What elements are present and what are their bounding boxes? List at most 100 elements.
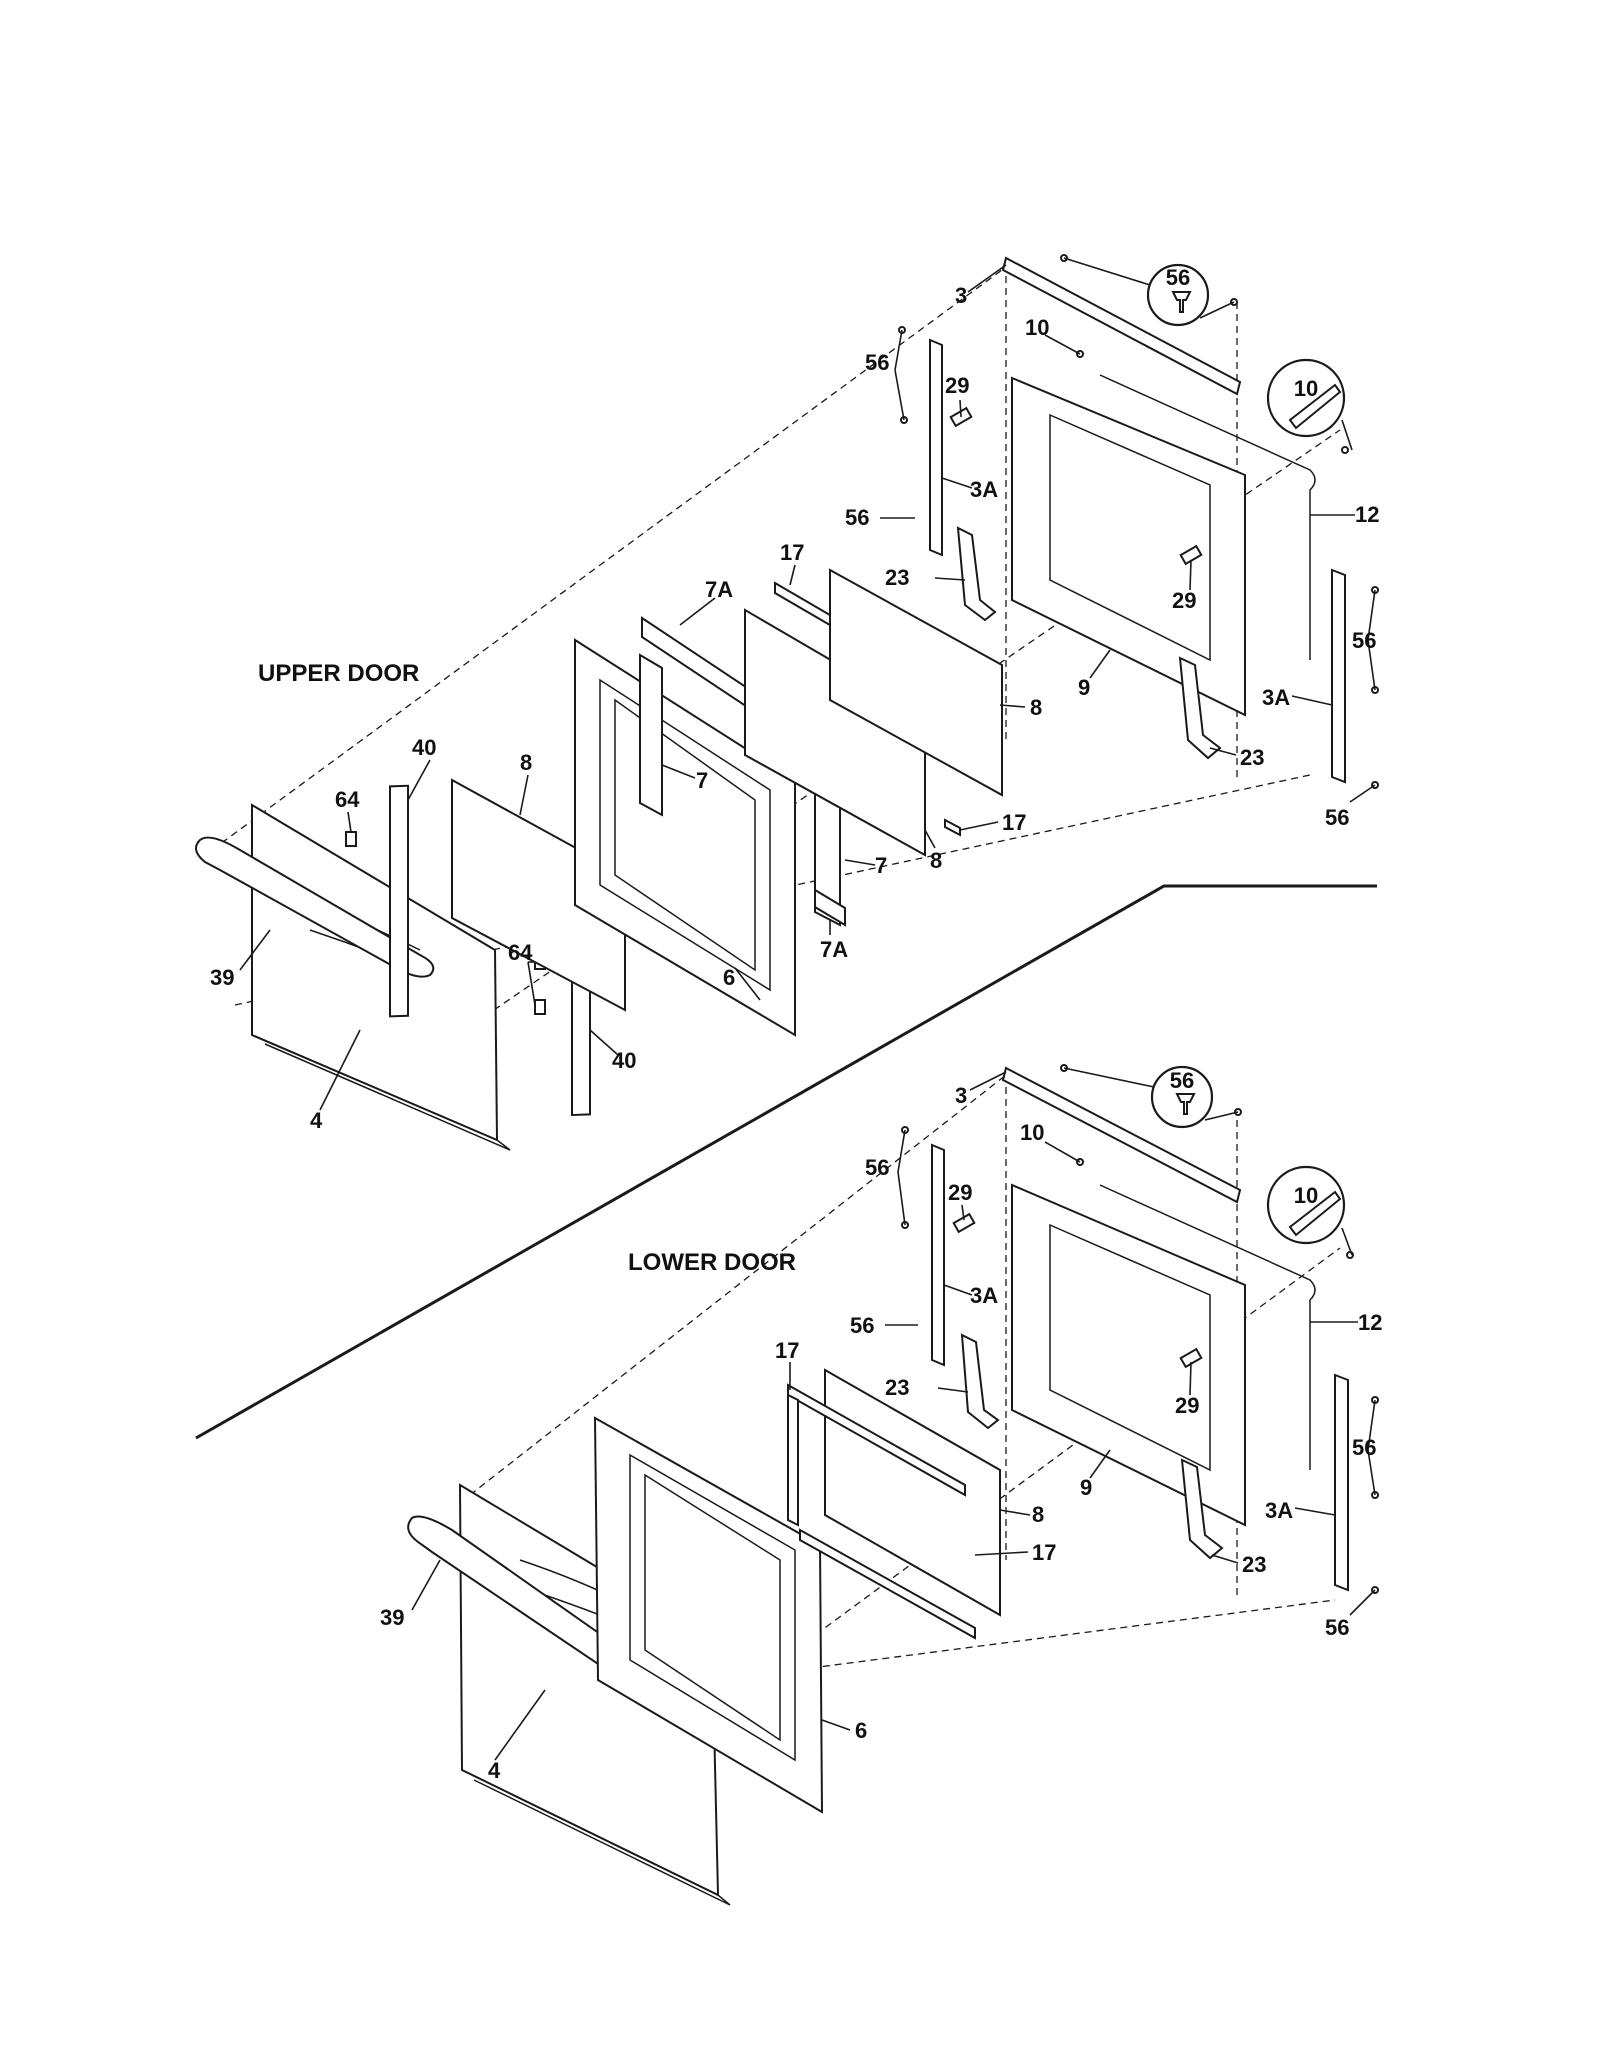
lower-callout-3A-a: 3A xyxy=(970,1283,998,1308)
upper-callout-10-bubble: 10 xyxy=(1294,376,1318,401)
upper-door-assembly: UPPER DOOR xyxy=(195,254,1379,1151)
upper-callout-4: 4 xyxy=(310,1108,323,1133)
lower-leader-3A-a xyxy=(943,1284,973,1296)
upper-glass-retainer-bottom xyxy=(944,818,961,837)
upper-leader-23-a xyxy=(934,577,966,581)
upper-leader-56-bubble-1 xyxy=(1063,257,1151,286)
lower-callout-56-b: 56 xyxy=(850,1313,874,1338)
lower-pin-29-b xyxy=(1179,1347,1203,1369)
lower-screw-6 xyxy=(1346,1251,1354,1259)
upper-callout-8-b: 8 xyxy=(930,848,942,873)
upper-inner-door-frame xyxy=(574,638,796,1037)
upper-leader-9 xyxy=(1089,649,1111,679)
upper-callout-8-c: 8 xyxy=(520,750,532,775)
lower-leader-9 xyxy=(1089,1449,1111,1479)
upper-rear-glass xyxy=(829,568,1003,797)
lower-callout-3: 3 xyxy=(955,1083,967,1108)
lower-glass-retainer-bottom xyxy=(799,1528,976,1640)
upper-callout-8-a: 8 xyxy=(1030,695,1042,720)
lower-panel-bottom-lip xyxy=(461,1769,731,1906)
upper-callout-23-a: 23 xyxy=(885,565,909,590)
upper-callout-64-a: 64 xyxy=(335,787,360,812)
lower-callout-10: 10 xyxy=(1020,1120,1044,1145)
lower-door-liner-window xyxy=(1049,1223,1211,1472)
lower-leader-56-bubble-1 xyxy=(1063,1067,1155,1088)
upper-leader-64-a xyxy=(347,811,352,833)
upper-callout-10: 10 xyxy=(1025,315,1049,340)
upper-callout-56-b: 56 xyxy=(845,505,869,530)
upper-door-handle xyxy=(195,836,435,978)
upper-clip-64-c xyxy=(534,999,546,1015)
upper-left-side-trim xyxy=(929,338,943,557)
lower-callout-6: 6 xyxy=(855,1718,867,1743)
lower-callout-56-a: 56 xyxy=(865,1155,889,1180)
lower-inner-door-frame xyxy=(593,1416,824,1814)
lower-inner-frame-window xyxy=(629,1453,796,1762)
lower-hinge-right xyxy=(1180,1458,1224,1560)
lower-callout-56-c: 56 xyxy=(1352,1435,1376,1460)
upper-front-glass xyxy=(451,778,626,1012)
lower-door-title: LOWER DOOR xyxy=(628,1249,796,1276)
upper-callout-56-bubble: 56 xyxy=(1166,265,1190,290)
upper-leader-29-b xyxy=(1189,559,1192,591)
lower-top-trim xyxy=(1001,1066,1242,1204)
lower-callout-12: 12 xyxy=(1358,1310,1382,1335)
section-divider-line xyxy=(195,884,1377,1440)
upper-leader-7-a xyxy=(661,764,696,779)
upper-leader-17-b xyxy=(959,821,999,831)
upper-leader-40-b xyxy=(589,1029,619,1056)
upper-inner-frame-window-inner xyxy=(614,698,756,972)
upper-leader-3 xyxy=(967,264,1007,293)
upper-panel-bottom-lip xyxy=(251,1034,511,1151)
upper-callout-7A-a: 7A xyxy=(705,577,733,602)
upper-inner-frame-window xyxy=(599,678,771,992)
upper-leader-56-a xyxy=(894,329,905,421)
lower-leader-56-bubble-2 xyxy=(1204,1111,1239,1121)
lower-left-side-trim xyxy=(931,1143,945,1367)
lower-callout-23-a: 23 xyxy=(885,1375,909,1400)
lower-leader-39 xyxy=(411,1559,441,1611)
lower-hinge-left xyxy=(960,1333,1000,1430)
upper-leader-6 xyxy=(734,967,761,1001)
lower-callout-9: 9 xyxy=(1080,1475,1092,1500)
upper-hinge-right xyxy=(1178,656,1222,760)
lower-leader-8 xyxy=(999,1509,1031,1516)
upper-hinge-left xyxy=(956,526,997,622)
lower-leader-17-b xyxy=(974,1551,1029,1556)
upper-right-side-trim xyxy=(1331,568,1346,784)
lower-callout-29-b: 29 xyxy=(1175,1393,1199,1418)
lower-callout-17-b: 17 xyxy=(1032,1540,1056,1565)
lower-callout-56-bubble: 56 xyxy=(1170,1068,1194,1093)
upper-leader-3A-a xyxy=(941,477,973,489)
lower-screw-56-detail-icon xyxy=(1175,1093,1196,1115)
upper-callout-7-a: 7 xyxy=(696,768,708,793)
upper-callout-39: 39 xyxy=(210,965,234,990)
upper-insulation-7A-bottom xyxy=(814,888,846,927)
lower-callout-3A-b: 3A xyxy=(1265,1498,1293,1523)
upper-clip-64-a xyxy=(345,831,357,847)
upper-callout-17-b: 17 xyxy=(1002,810,1026,835)
lower-glass-retainer-side xyxy=(787,1393,799,1527)
upper-insulation-7-left xyxy=(639,653,663,817)
upper-left-bracket xyxy=(389,784,409,1018)
lower-callout-29-a: 29 xyxy=(948,1180,972,1205)
upper-leader-56-bubble-2 xyxy=(1199,301,1235,319)
upper-leader-8-c xyxy=(519,774,529,816)
upper-screw-6 xyxy=(1341,446,1349,454)
upper-callout-17-a: 17 xyxy=(780,540,804,565)
lower-leader-56-d xyxy=(1349,1589,1376,1616)
upper-callout-64-b: 64 xyxy=(508,940,533,965)
upper-screw-10-detail-icon xyxy=(1288,383,1342,430)
lower-leader-56-c xyxy=(1367,1399,1376,1496)
upper-callout-29-b: 29 xyxy=(1172,588,1196,613)
lower-leader-29-a xyxy=(961,1204,965,1221)
upper-callout-9: 9 xyxy=(1078,675,1090,700)
lower-inner-frame-window-inner xyxy=(644,1473,781,1742)
lower-leader-29-b xyxy=(1189,1361,1192,1396)
lower-leader-23-b xyxy=(1211,1554,1239,1564)
lower-leader-3 xyxy=(969,1071,1007,1091)
lower-leader-3A-b xyxy=(1294,1507,1336,1516)
lower-callout-4: 4 xyxy=(488,1758,501,1783)
upper-screw-56-detail-icon xyxy=(1171,291,1192,313)
upper-door-liner xyxy=(1011,376,1246,717)
